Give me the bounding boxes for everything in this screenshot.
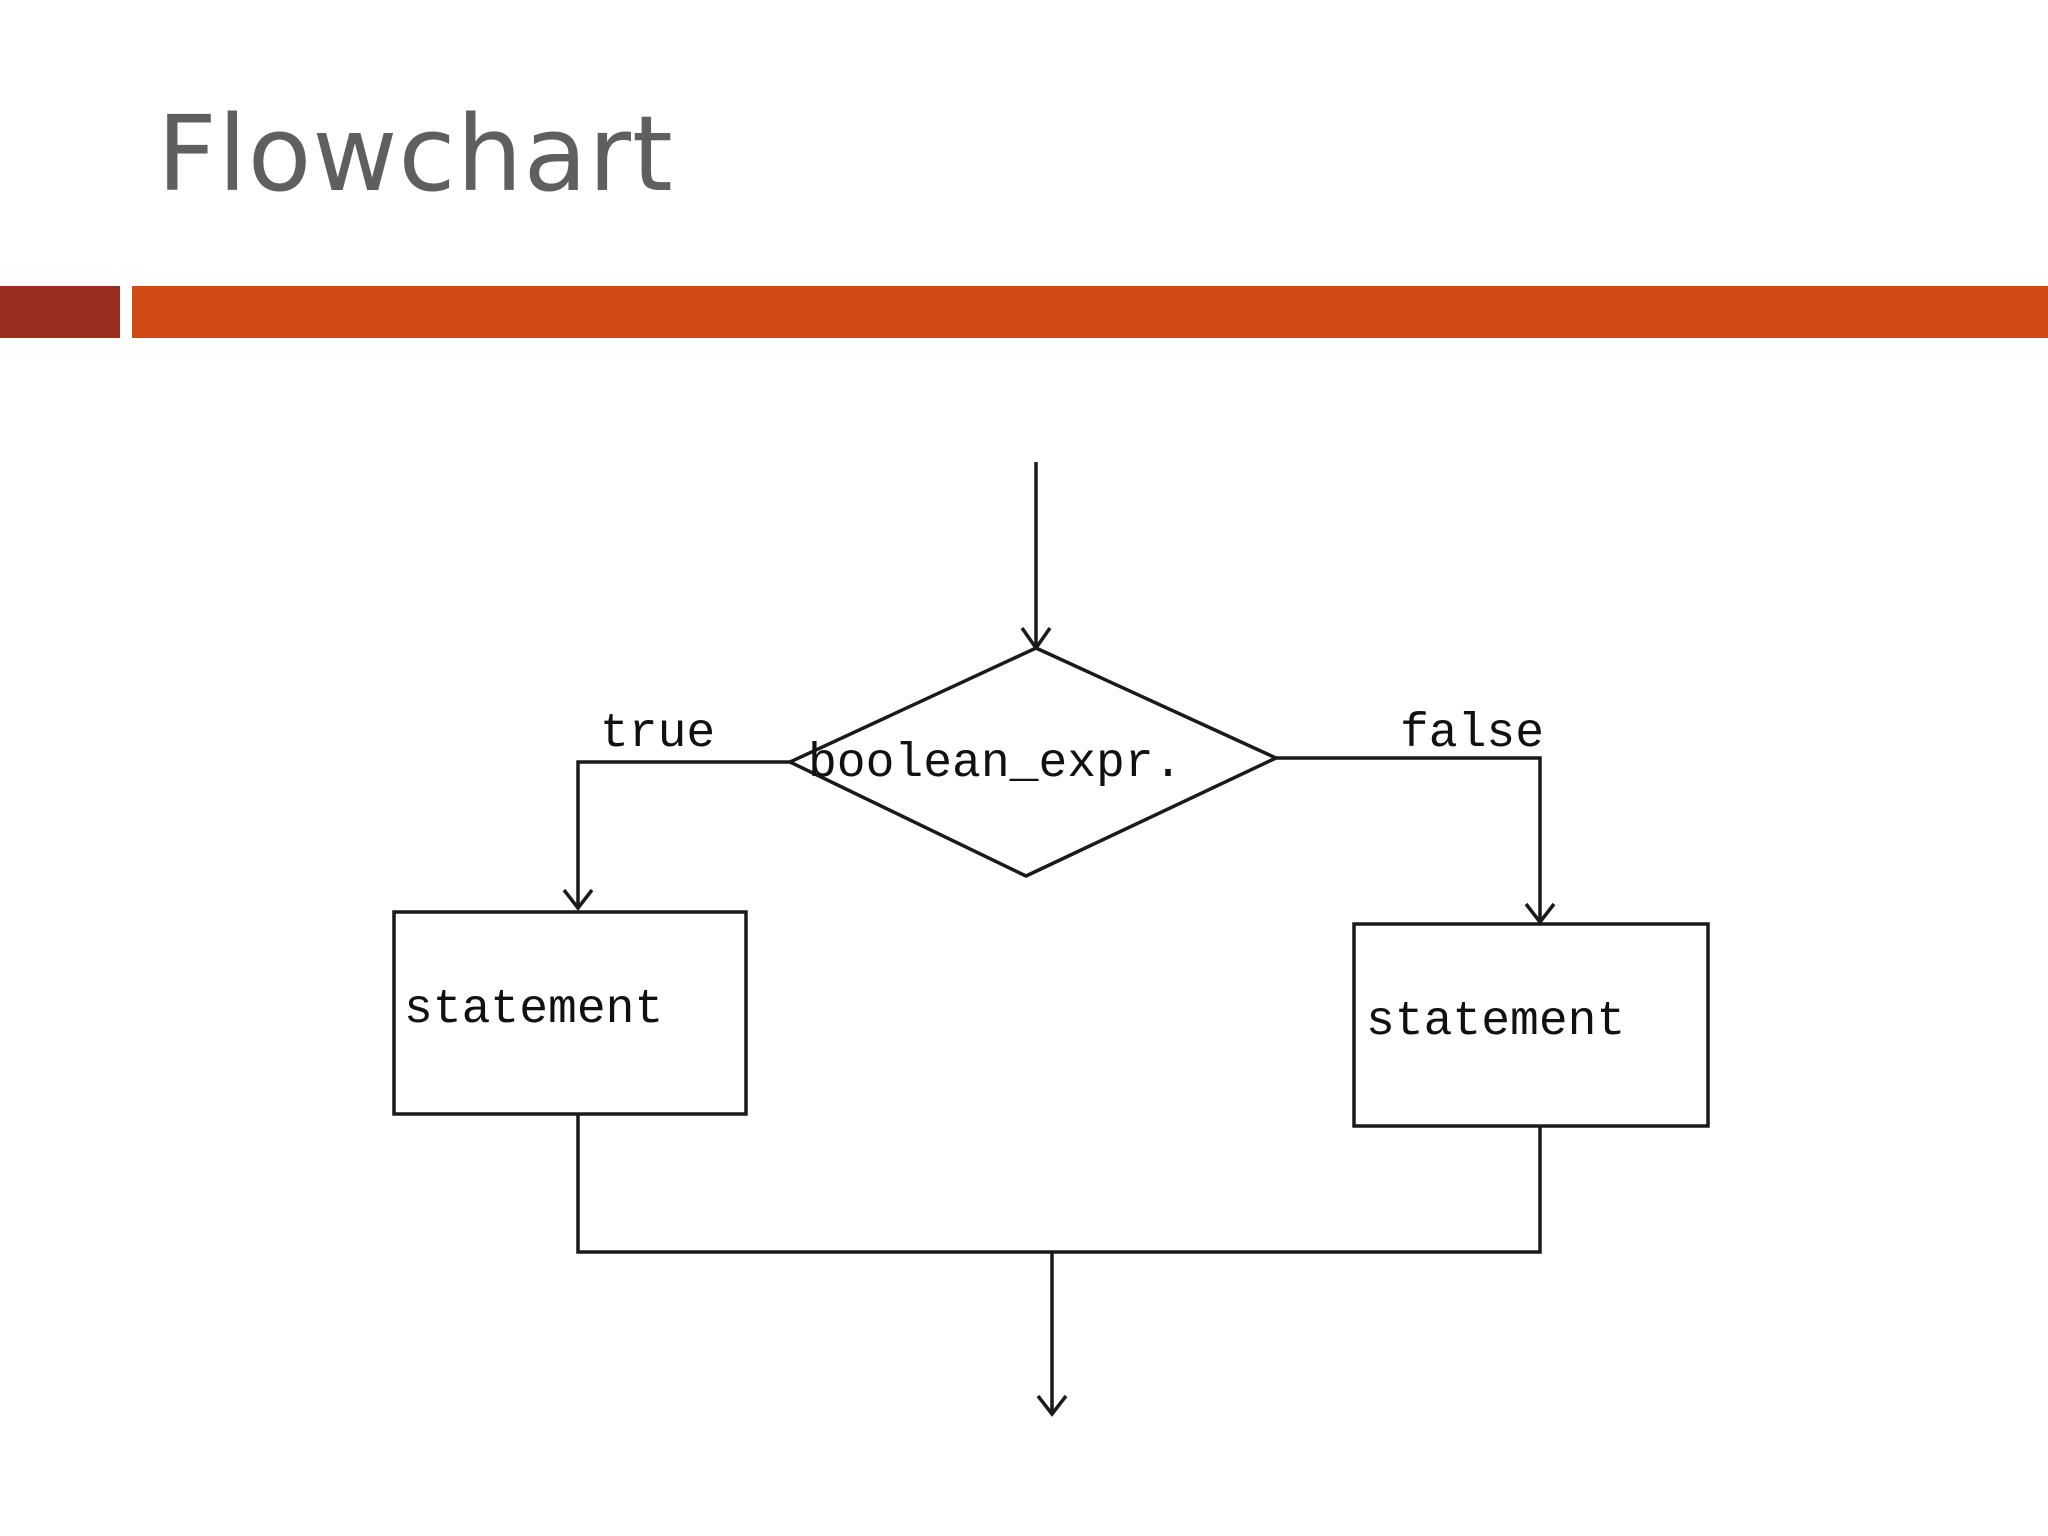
merge-connector	[576, 1114, 1542, 1254]
decision-diamond	[785, 646, 1281, 878]
true-statement-box	[392, 910, 748, 1116]
title-rule-bar	[132, 286, 2048, 338]
false-statement-box	[1352, 922, 1710, 1128]
true-label: true	[600, 707, 715, 761]
title-rule-accent	[0, 286, 120, 338]
true-branch-connector	[576, 760, 790, 908]
true-statement-label: statement	[404, 983, 663, 1037]
slide-title: Flowchart	[157, 93, 674, 215]
exit-arrowhead	[1036, 1394, 1068, 1417]
false-label: false	[1400, 707, 1544, 761]
false-branch-connector	[1276, 756, 1542, 922]
false-branch-arrowhead	[1524, 902, 1556, 925]
false-statement-label: statement	[1366, 995, 1625, 1049]
true-branch-arrowhead	[562, 888, 594, 911]
decision-label: boolean_expr.	[808, 737, 1182, 791]
